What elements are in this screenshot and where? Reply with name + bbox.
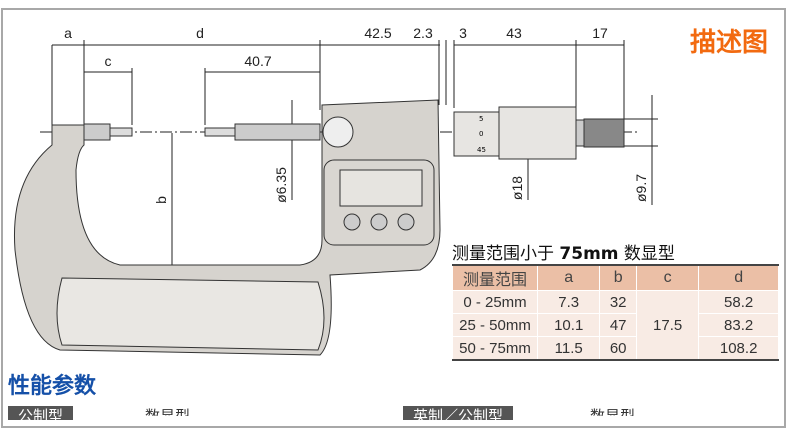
cell-range: 25 - 50mm (452, 313, 538, 337)
col-range: 测量范围 (452, 264, 538, 291)
col-a: a (536, 264, 601, 291)
performance-title: 性能参数 (8, 374, 97, 399)
cell-d: 108.2 (698, 336, 779, 361)
thimble-45: 45 (477, 146, 486, 154)
dim-d: d (196, 25, 204, 41)
col-d: d (698, 264, 779, 291)
page-title: 描述图 (690, 28, 769, 58)
col-b: b (599, 264, 637, 291)
table-title-prefix: 测量范围小于 (452, 244, 560, 264)
micrometer-drawing: a d c 40.7 42.5 2.3 3 43 17 b ø6.35 ø18 … (13, 25, 658, 356)
table-row: 50 - 75mm 11.5 60 108.2 (452, 336, 779, 361)
dim-40-7: 40.7 (244, 53, 271, 69)
cell-a: 11.5 (536, 336, 601, 361)
cell-b: 32 (599, 290, 637, 314)
cell-a: 10.1 (536, 313, 601, 337)
cell-b: 60 (599, 336, 637, 361)
spec-table: 测量范围 a b c d 0 - 25mm 7.3 32 17.5 58.2 2… (452, 264, 779, 361)
dim-18: ø18 (509, 176, 525, 200)
col-c: c (635, 264, 700, 291)
table-title-suffix: 数显型 (618, 244, 675, 264)
cell-d: 58.2 (698, 290, 779, 314)
thimble-5: 5 (479, 115, 483, 123)
dim-3: 3 (459, 25, 467, 41)
metric-value: 数显型 (145, 407, 191, 416)
cell-c: 17.5 (635, 290, 700, 361)
dim-a: a (64, 25, 72, 41)
table-row: 0 - 25mm 7.3 32 17.5 58.2 (452, 290, 779, 361)
dim-17: 17 (592, 25, 608, 41)
cell-d: 83.2 (698, 313, 779, 337)
table-row: 25 - 50mm 10.1 47 83.2 (452, 313, 779, 337)
thimble-0: 0 (479, 130, 483, 138)
dim-6-35: ø6.35 (273, 167, 289, 203)
metric-label: 公制型 (8, 406, 74, 420)
dim-b: b (153, 196, 169, 204)
dim-9-7: ø9.7 (633, 174, 649, 202)
dim-42-5: 42.5 (364, 25, 391, 41)
table-title-bold: 75mm (559, 244, 619, 264)
dim-2-3: 2.3 (413, 25, 433, 41)
dim-c: c (105, 53, 112, 69)
cell-a: 7.3 (536, 290, 601, 314)
table-header: 测量范围 a b c d (452, 264, 779, 291)
dim-43: 43 (506, 25, 522, 41)
table-title: 测量范围小于 75mm 数显型 (452, 239, 675, 264)
imperial-label: 英制／公制型 (403, 406, 514, 420)
cell-b: 47 (599, 313, 637, 337)
imperial-value: 数显型 (590, 407, 636, 416)
cell-range: 50 - 75mm (452, 336, 538, 361)
cell-range: 0 - 25mm (452, 290, 538, 314)
